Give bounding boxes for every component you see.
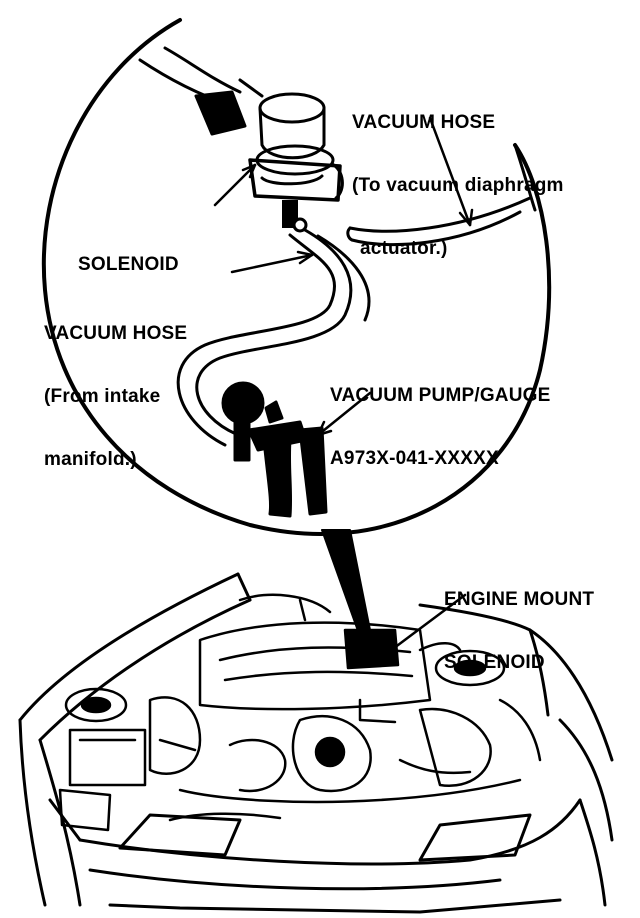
callout-cone — [321, 529, 373, 643]
label-line: VACUUM PUMP/GAUGE — [330, 385, 551, 406]
solenoid-body — [194, 78, 344, 233]
label-line: SOLENOID — [78, 254, 179, 275]
label-line: (To vacuum diaphragm — [352, 175, 564, 196]
label-line: A973X-041-XXXXX — [330, 448, 499, 469]
label-line: actuator.) — [360, 238, 448, 259]
label-solenoid: SOLENOID — [78, 212, 179, 296]
actuator-hose — [346, 143, 537, 247]
label-line: manifold.) — [44, 449, 137, 470]
label-line: ENGINE MOUNT — [444, 589, 595, 610]
label-vacuum-hose-from-intake: VACUUM HOSE (From intake manifold.) — [44, 281, 187, 491]
intake-hose — [176, 228, 371, 447]
detail-circle — [41, 18, 552, 536]
label-line: VACUUM HOSE — [44, 323, 188, 344]
label-vacuum-hose-to-actuator: VACUUM HOSE (To vacuum diaphragm actuato… — [352, 70, 564, 280]
label-line: VACUUM HOSE — [352, 112, 496, 133]
engine-components — [58, 593, 542, 832]
label-engine-mount-solenoid: ENGINE MOUNT SOLENOID — [444, 547, 594, 694]
vacuum-pump-gauge — [221, 381, 328, 518]
label-line: (From intake — [44, 386, 161, 407]
label-vacuum-pump-gauge: VACUUM PUMP/GAUGE A973X-041-XXXXX — [330, 343, 551, 490]
label-line: SOLENOID — [444, 652, 545, 673]
